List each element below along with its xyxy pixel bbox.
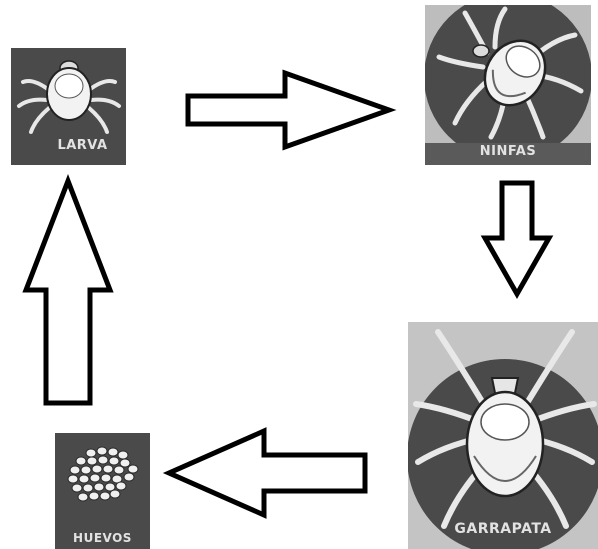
larva-stage: LARVA bbox=[11, 48, 126, 165]
arrow-garrapata-to-huevos bbox=[166, 428, 368, 518]
huevos-stage: HUEVOS bbox=[55, 433, 150, 549]
adult-tick-icon bbox=[408, 322, 598, 549]
arrow-ninfas-to-garrapata bbox=[482, 180, 552, 298]
huevos-label: HUEVOS bbox=[55, 531, 150, 545]
garrapata-stage: GARRAPATA bbox=[408, 322, 598, 549]
garrapata-label: GARRAPATA bbox=[408, 521, 598, 537]
ninfas-stage: NINFAS bbox=[425, 5, 591, 165]
nymph-tick-icon bbox=[425, 5, 591, 165]
arrow-huevos-to-larva bbox=[23, 178, 113, 406]
left-arrow-icon bbox=[166, 428, 368, 518]
up-arrow-icon bbox=[23, 178, 113, 406]
larva-label: LARVA bbox=[11, 138, 126, 153]
down-arrow-icon bbox=[482, 180, 552, 298]
arrow-larva-to-ninfas bbox=[185, 70, 393, 150]
right-arrow-icon bbox=[185, 70, 393, 150]
ninfas-label: NINFAS bbox=[425, 144, 591, 159]
